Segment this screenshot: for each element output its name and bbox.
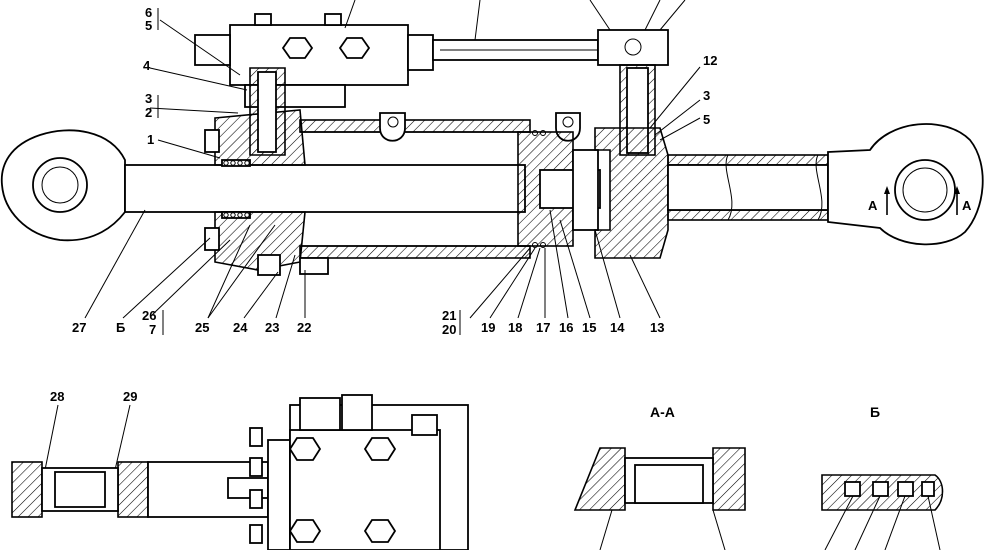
callout-b: Б	[116, 320, 125, 335]
callout-20: 20	[442, 322, 456, 337]
callout-24: 24	[233, 320, 248, 335]
callout-27: 27	[72, 320, 86, 335]
callout-28: 28	[50, 389, 64, 404]
leader-lines	[84, 0, 701, 335]
callout-29: 29	[123, 389, 137, 404]
main-assembly-view	[0, 0, 984, 335]
right-rod-eye	[827, 123, 984, 246]
callout-3: 3	[145, 91, 152, 106]
callout-12: 12	[703, 53, 717, 68]
valve-block	[194, 13, 434, 156]
section-mark-a-right: A	[962, 198, 972, 213]
callout-26: 26	[142, 308, 156, 323]
callout-23: 23	[265, 320, 279, 335]
callout-labels: 6 5 4 3 2 1 12 3 5 A A 27 Б 26 7 25 24 2…	[50, 5, 972, 404]
section-mark-a-left: A	[868, 198, 878, 213]
callout-25: 25	[195, 320, 209, 335]
callout-17: 17	[536, 320, 550, 335]
callout-19: 19	[481, 320, 495, 335]
piston-rod	[124, 164, 526, 213]
right-rod	[667, 154, 829, 221]
bottom-side-view	[11, 394, 469, 550]
callout-15: 15	[582, 320, 596, 335]
callout-7: 7	[149, 322, 156, 337]
callout-5: 5	[145, 18, 152, 33]
piston	[517, 130, 601, 248]
callout-22: 22	[297, 320, 311, 335]
cylinder-barrel	[299, 112, 581, 259]
callout-2: 2	[145, 105, 152, 120]
callout-3-right: 3	[703, 88, 710, 103]
callout-13: 13	[650, 320, 664, 335]
view-b-detail: Б	[821, 404, 944, 550]
section-aa-view: А-А	[573, 404, 746, 550]
view-b-title: Б	[870, 404, 880, 420]
rear-end-cap	[594, 127, 669, 259]
callout-1: 1	[147, 132, 154, 147]
callout-6: 6	[145, 5, 152, 20]
callout-4: 4	[143, 58, 151, 73]
callout-18: 18	[508, 320, 522, 335]
callout-5-right: 5	[703, 112, 710, 127]
front-seal-rings	[221, 159, 251, 219]
callout-21: 21	[442, 308, 456, 323]
section-aa-title: А-А	[650, 404, 675, 420]
left-rod-eye	[0, 129, 126, 242]
callout-16: 16	[559, 320, 573, 335]
callout-14: 14	[610, 320, 625, 335]
